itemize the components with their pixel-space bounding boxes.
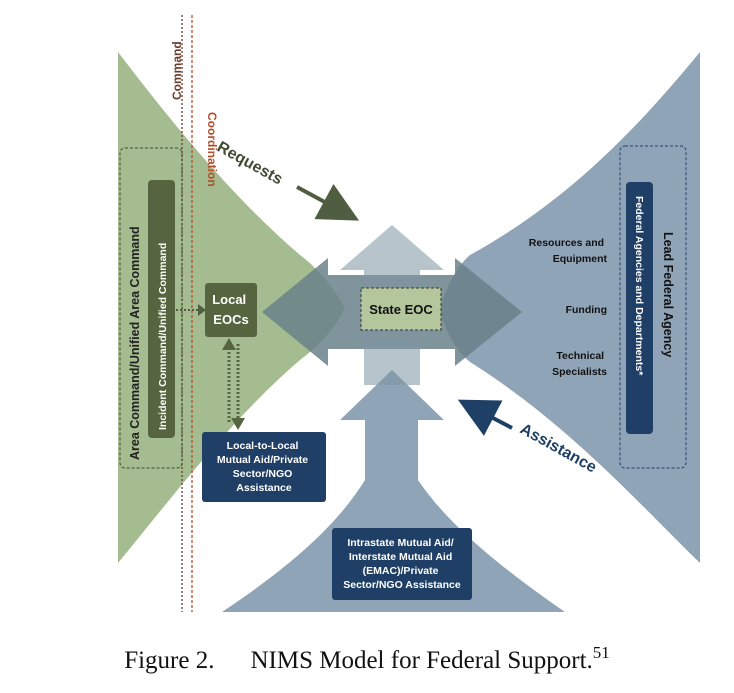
intrastate-mutual-aid-box (332, 528, 472, 600)
figure-title: NIMS Model for Federal Support. (250, 647, 593, 674)
svg-text:Resources and Equipment: Resources and Equipment (529, 237, 608, 265)
technical-line-2: Specialists (552, 366, 607, 378)
requests-label: Requests (214, 139, 285, 189)
bottom-funnel (222, 370, 565, 612)
state-eoc-box (360, 287, 442, 331)
local-eocs-line-2: EOCs (213, 312, 248, 327)
assistance-arrow (457, 399, 513, 436)
local-eocs-line-1: Local (212, 292, 246, 307)
local-eocs-box (205, 283, 257, 337)
local-mutual-aid-line-1: Local-to-Local (227, 440, 299, 452)
figure-footnote: 51 (592, 643, 610, 662)
intrastate-line-2: Interstate Mutual Aid (349, 551, 452, 563)
command-label: Command (170, 41, 184, 100)
state-eoc-label: State EOC (369, 302, 433, 317)
svg-text:Local EOCs: Local EOCs (212, 292, 250, 327)
federal-agencies-bar (626, 182, 653, 434)
local-mutual-aid-box (202, 432, 326, 502)
svg-text:Technical Specialists: Technical Specialists (552, 350, 607, 378)
funding-label: Funding (566, 304, 607, 316)
local-mutual-aid-line-3: Sector/NGO (233, 468, 293, 480)
intrastate-line-1: Intrastate Mutual Aid/ (347, 537, 453, 549)
incident-command-label: Incident Command/Unified Command (157, 243, 169, 430)
figure-number: Figure 2. (124, 647, 215, 674)
federal-agencies-label: Federal Agencies and Departments* (633, 196, 645, 376)
resources-line-1: Resources and (529, 237, 604, 249)
area-command-box (119, 147, 183, 469)
lead-federal-box (619, 145, 687, 469)
lead-federal-label: Lead Federal Agency (661, 232, 675, 357)
figure-caption: Figure 2. NIMS Model for Federal Support.… (0, 643, 734, 675)
intrastate-line-4: Sector/NGO Assistance (343, 579, 461, 591)
resources-line-2: Equipment (553, 253, 608, 265)
incident-command-bar (148, 180, 175, 438)
requests-arrow (296, 183, 360, 221)
local-mutual-aid-line-2: Mutual Aid/Private (217, 454, 308, 466)
coordination-label: Coordination (205, 112, 219, 187)
svg-text:Intrastate Mutual Aid/ Int: Intrastate Mutual Aid/ Interstate Mutual… (343, 537, 461, 591)
blue-funnel (440, 52, 700, 563)
area-command-label: Area Command/Unified Area Command (128, 226, 142, 460)
intrastate-line-3: (EMAC)/Private (363, 565, 439, 577)
technical-line-1: Technical (556, 350, 604, 362)
svg-text:Local-to-Local Mutual Aid/: Local-to-Local Mutual Aid/Private Sector… (217, 440, 311, 494)
local-mutual-aid-line-4: Assistance (236, 482, 292, 494)
